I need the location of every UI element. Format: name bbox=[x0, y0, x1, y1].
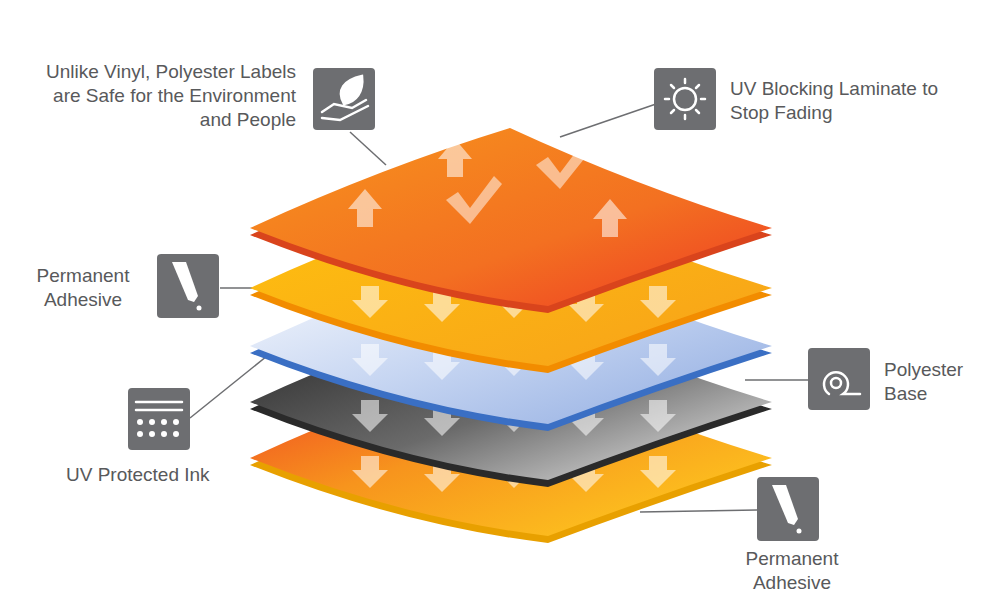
callout-label: UV Protected Ink bbox=[66, 463, 266, 487]
callout-label: Unlike Vinyl, Polyester Labels are Safe … bbox=[46, 60, 296, 132]
callout-label: Polyester Base bbox=[884, 358, 994, 406]
callout-label: Permanent Adhesive bbox=[22, 264, 144, 312]
callout-label: UV Blocking Laminate to Stop Fading bbox=[730, 77, 940, 125]
callout-label: Permanent Adhesive bbox=[722, 547, 862, 595]
